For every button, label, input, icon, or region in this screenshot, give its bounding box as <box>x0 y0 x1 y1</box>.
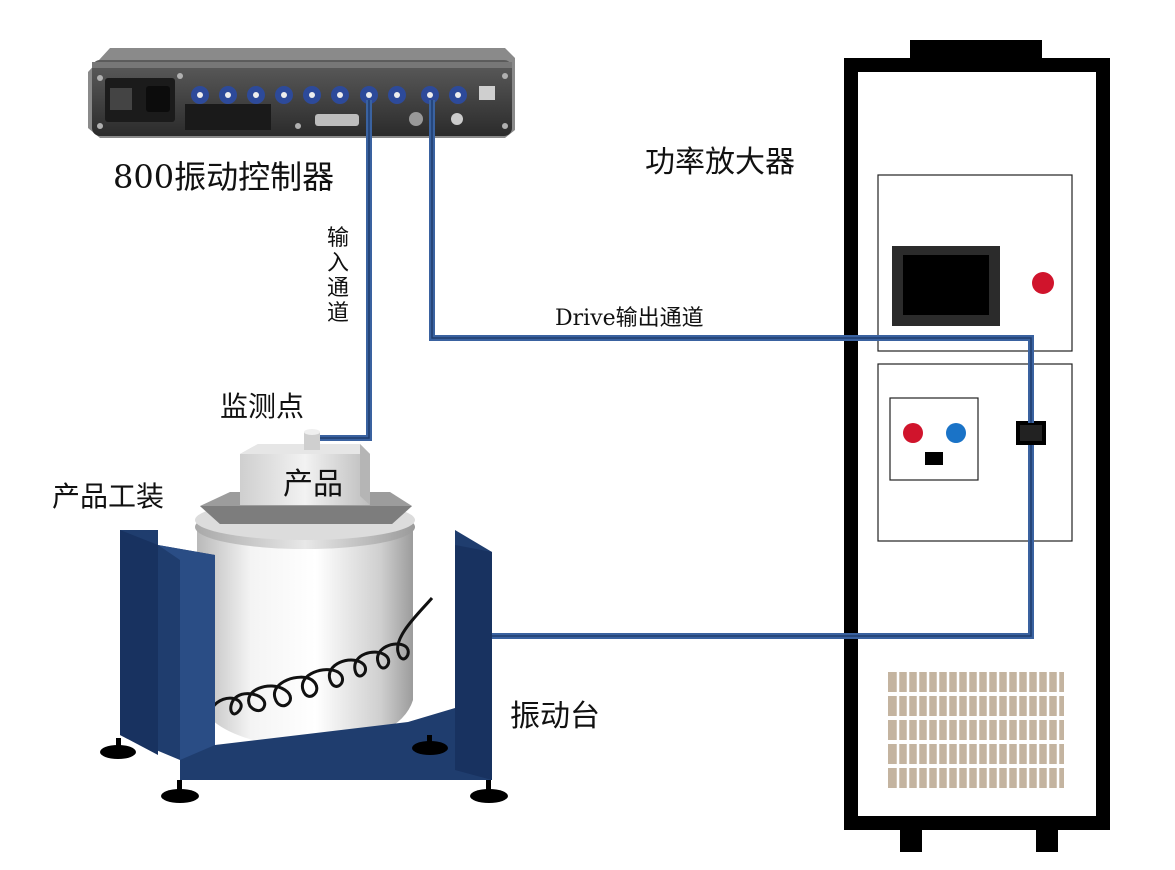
display-panel <box>185 104 271 130</box>
shaker-table <box>100 500 508 803</box>
coil-spring-icon <box>210 597 434 716</box>
red-button <box>903 423 923 443</box>
control-box <box>889 397 979 481</box>
input-channel-char: 道 <box>327 301 349 326</box>
shaker-label: 振动台 <box>510 699 600 734</box>
small-connector <box>451 113 463 125</box>
vent-dividers <box>896 670 1060 790</box>
vent-grille <box>888 672 1064 788</box>
input-channel-label: 输 入 通 道 <box>327 226 349 326</box>
drive-channel-label: Drive输出通道 <box>555 306 704 331</box>
input-channel-char: 入 <box>327 251 349 276</box>
shaker-feet <box>100 735 508 803</box>
screw-icons <box>97 73 508 129</box>
ethernet-port <box>479 86 495 100</box>
bnc-connectors <box>191 86 467 104</box>
amp-top-cap <box>910 40 1042 60</box>
input-channel-char: 输 <box>327 226 349 251</box>
product-label: 产品 <box>283 467 343 502</box>
power-socket <box>146 86 170 112</box>
vibration-controller <box>88 48 515 138</box>
amp-foot-left <box>900 828 922 852</box>
knob <box>409 112 423 126</box>
amp-foot-right <box>1036 828 1058 852</box>
product-block <box>240 444 370 505</box>
amplifier-label: 功率放大器 <box>645 145 795 180</box>
switch-slot <box>925 452 943 465</box>
sensor <box>304 429 320 450</box>
input-channel-char: 通 <box>327 276 349 301</box>
controller-label: 800振动控制器 <box>113 158 334 196</box>
power-switch <box>110 88 132 110</box>
fixture-label: 产品工装 <box>52 480 164 513</box>
shaker-body <box>197 530 413 748</box>
blue-button <box>946 423 966 443</box>
power-amplifier <box>844 40 1110 852</box>
db-connector <box>315 114 359 126</box>
red-indicator <box>1032 272 1054 294</box>
monitor-point-label: 监测点 <box>220 390 304 423</box>
